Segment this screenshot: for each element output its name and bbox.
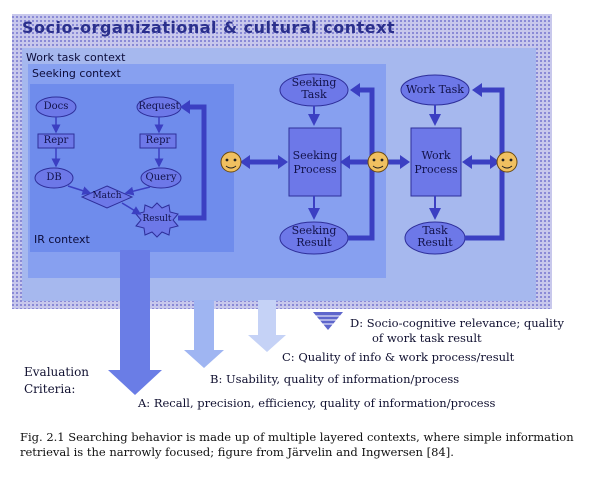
criterion-d-line2: of work task result: [372, 331, 482, 345]
user-face-icon: [220, 151, 242, 173]
seeking-result-line2: Result: [296, 236, 332, 249]
seeking-process-label: Seeking Process: [289, 149, 341, 177]
seeking-result-line1: Seeking: [291, 224, 337, 237]
figure-caption: Fig. 2.1 Searching behavior is made up o…: [20, 430, 574, 459]
seeking-process-line2: Process: [293, 163, 337, 176]
diagram-canvas: [12, 14, 552, 395]
evaluation-arrow-d: [313, 312, 343, 330]
seeking-result-label: Seeking Result: [286, 225, 342, 249]
work-process-node: [410, 127, 462, 197]
query-node: [140, 167, 182, 189]
work-process-line2: Process: [414, 163, 458, 176]
ir-context-label: IR context: [34, 233, 90, 246]
work-task-context-label: Work task context: [26, 51, 126, 64]
seeking-process-node: [288, 127, 342, 197]
seeking-context-label: Seeking context: [32, 67, 121, 80]
result-label: Result: [142, 214, 172, 224]
evaluation-arrow-c: [248, 300, 286, 352]
evaluation-arrow-a: [108, 250, 162, 395]
criterion-d: D: Socio-cognitive relevance; quality of…: [350, 316, 564, 346]
repr-right-node: [139, 133, 177, 149]
task-result-label: Task Result: [410, 225, 460, 249]
seeking-task-line2: Task: [301, 88, 327, 101]
work-process-label: Work Process: [411, 149, 461, 177]
work-task-label: Work Task: [406, 83, 464, 96]
result-request-loop: [178, 104, 207, 221]
ir-arrows: [51, 117, 164, 215]
task-result-line1: Task: [422, 224, 448, 237]
evaluation-label-line2: Criteria:: [24, 382, 76, 396]
seeking-task-label: Seeking Task: [286, 77, 342, 101]
worker-face-icon: [496, 151, 518, 173]
repr-left-label: Repr: [43, 135, 69, 146]
searcher-face-icon: [367, 151, 389, 173]
criterion-a: A: Recall, precision, efficiency, qualit…: [138, 396, 496, 410]
evaluation-label-line1: Evaluation: [24, 365, 90, 379]
evaluation-arrow-b: [184, 300, 224, 368]
match-label: Match: [92, 191, 122, 201]
criterion-d-line1: D: Socio-cognitive relevance; quality: [350, 316, 564, 330]
seeking-process-line1: Seeking: [292, 149, 338, 162]
query-label: Query: [145, 172, 177, 183]
criterion-b: B: Usability, quality of information/pro…: [210, 372, 460, 386]
db-node: [34, 167, 74, 189]
connector-arrowheads: [240, 83, 500, 169]
criterion-c: C: Quality of info & work process/result: [282, 350, 515, 364]
evaluation-label: Evaluation Criteria:: [24, 364, 89, 398]
result-node: [135, 202, 179, 238]
repr-right-label: Repr: [145, 135, 171, 146]
task-result-line2: Result: [417, 236, 453, 249]
loop-arrowhead: [180, 100, 190, 114]
request-label: Request: [138, 101, 180, 112]
db-label: DB: [46, 172, 62, 183]
docs-label: Docs: [43, 101, 69, 112]
seeking-task-line1: Seeking: [291, 76, 337, 89]
socio-context-label: Socio-organizational & cultural context: [22, 18, 396, 37]
arrow-d-stripes: [316, 315, 340, 325]
work-process-line1: Work: [421, 149, 451, 162]
